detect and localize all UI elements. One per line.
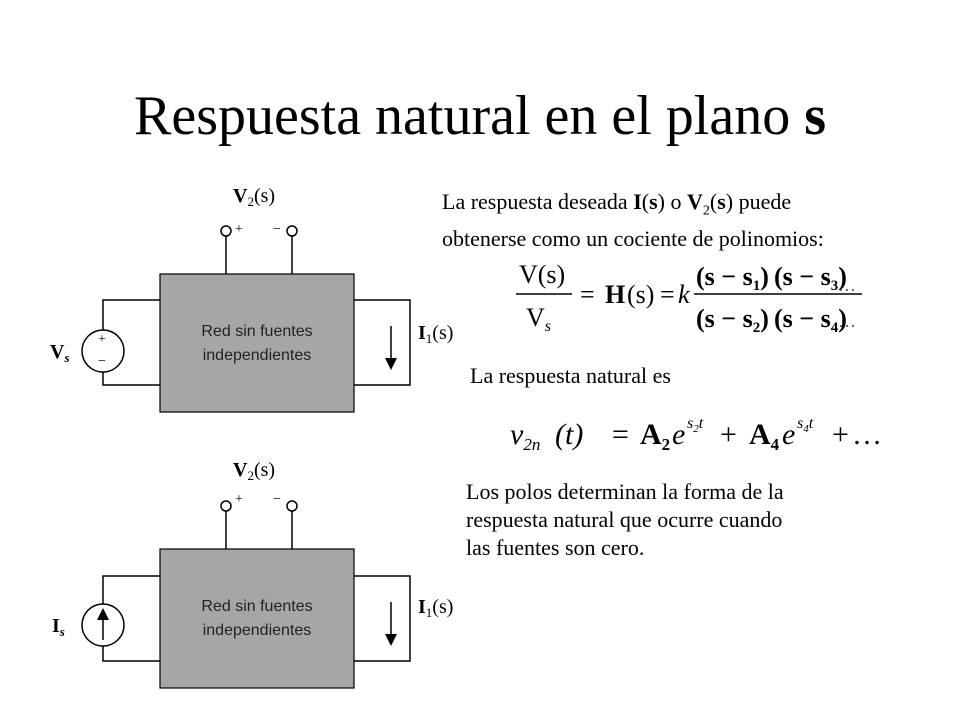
box-bottom-line1: Red sin fuentes bbox=[201, 598, 312, 615]
slide-title: Respuesta natural en el plano s bbox=[0, 88, 960, 144]
eq1-H: H bbox=[605, 280, 625, 309]
eq1-equals: = bbox=[580, 280, 595, 309]
network-box-bottom bbox=[159, 548, 355, 689]
eq2-equals: = bbox=[612, 418, 629, 451]
v2-label-bottom: V2(s) bbox=[233, 459, 275, 483]
eq2-plus1: + bbox=[720, 418, 737, 451]
voltage-source-icon bbox=[81, 329, 125, 373]
eq1-den-a: (s − s2) bbox=[696, 304, 769, 336]
eq1-Harg: (s) bbox=[627, 280, 654, 309]
eq1-num-a: (s − s1) bbox=[696, 262, 769, 294]
para3-line3: las fuentes son cero. bbox=[466, 535, 645, 560]
paragraph-poles: Los polos determinan la forma de la resp… bbox=[466, 478, 926, 562]
output-terminals-top bbox=[220, 225, 298, 274]
vs-plus: + bbox=[98, 332, 106, 347]
eq1-den-dots: … bbox=[838, 311, 856, 331]
title-bold-s: s bbox=[804, 85, 827, 147]
eq1-k: k bbox=[678, 280, 690, 309]
circuit-bottom: + − V2(s) Is I1(s) Red sin fuentes indep… bbox=[52, 459, 453, 689]
box-top-line1: Red sin fuentes bbox=[201, 323, 312, 340]
eq1-num: V(s) bbox=[519, 260, 565, 289]
box-bottom-line2: independientes bbox=[203, 622, 312, 639]
eq2-A4: A4 bbox=[749, 418, 780, 454]
paragraph-desired-response: La respuesta deseada I(s) o V2(s) puede … bbox=[442, 188, 942, 253]
eq2-v: v2n bbox=[510, 418, 540, 454]
i1-label-top: I1(s) bbox=[418, 322, 453, 346]
eq1-num-b: (s − s3) bbox=[774, 262, 847, 294]
eq2-e1-exp: s2t bbox=[687, 415, 704, 435]
title-text: Respuesta natural en el plano bbox=[133, 85, 805, 147]
eq1-den: Vs bbox=[526, 303, 551, 335]
i1-label-bottom: I1(s) bbox=[418, 596, 453, 620]
vs-label: Vs bbox=[50, 341, 70, 365]
v2-plus-top: + bbox=[235, 222, 243, 237]
v2-plus-bottom: + bbox=[235, 492, 243, 507]
circuit-top: + − V2(s) + − Vs I1(s) Red sin fuentes i… bbox=[50, 185, 453, 413]
eq2-e1: e bbox=[672, 418, 685, 451]
para1-line2: obtenerse como un cociente de polinomios… bbox=[442, 226, 824, 252]
equation-natural-response: v2n (t) = A2 e s2t + A4 e s4t + … bbox=[510, 415, 882, 454]
vs-minus: − bbox=[98, 354, 106, 369]
eq2-A2: A2 bbox=[640, 418, 670, 454]
para3-line1: Los polos determinan la forma de la bbox=[466, 479, 784, 504]
eq2-e2: e bbox=[782, 418, 795, 451]
is-label: Is bbox=[52, 615, 65, 639]
eq2-e2-exp: s4t bbox=[797, 415, 814, 435]
eq2-dots: … bbox=[852, 418, 882, 451]
network-box-top bbox=[159, 273, 355, 413]
para1-line1: La respuesta deseada I(s) o V2(s) puede bbox=[442, 189, 792, 219]
eq1-num-dots: … bbox=[838, 275, 856, 295]
eq2-plus2: + bbox=[832, 418, 849, 451]
paragraph-natural-response: La respuesta natural es bbox=[470, 363, 671, 388]
para3-line2: respuesta natural que ocurre cuando bbox=[466, 507, 783, 532]
v2-label-top: V2(s) bbox=[233, 185, 275, 209]
v2-minus-bottom: − bbox=[273, 492, 281, 507]
output-terminals-bottom bbox=[220, 500, 298, 549]
equation-transfer-function: V(s) Vs = H (s) = k (s − s1) (s − s3) … … bbox=[516, 260, 862, 336]
eq1-den-b: (s − s4) bbox=[774, 304, 847, 336]
v2-minus-top: − bbox=[273, 222, 281, 237]
box-top-line2: independientes bbox=[203, 347, 312, 364]
eq2-targ: (t) bbox=[555, 418, 583, 451]
eq1-equals2: = bbox=[660, 280, 675, 309]
